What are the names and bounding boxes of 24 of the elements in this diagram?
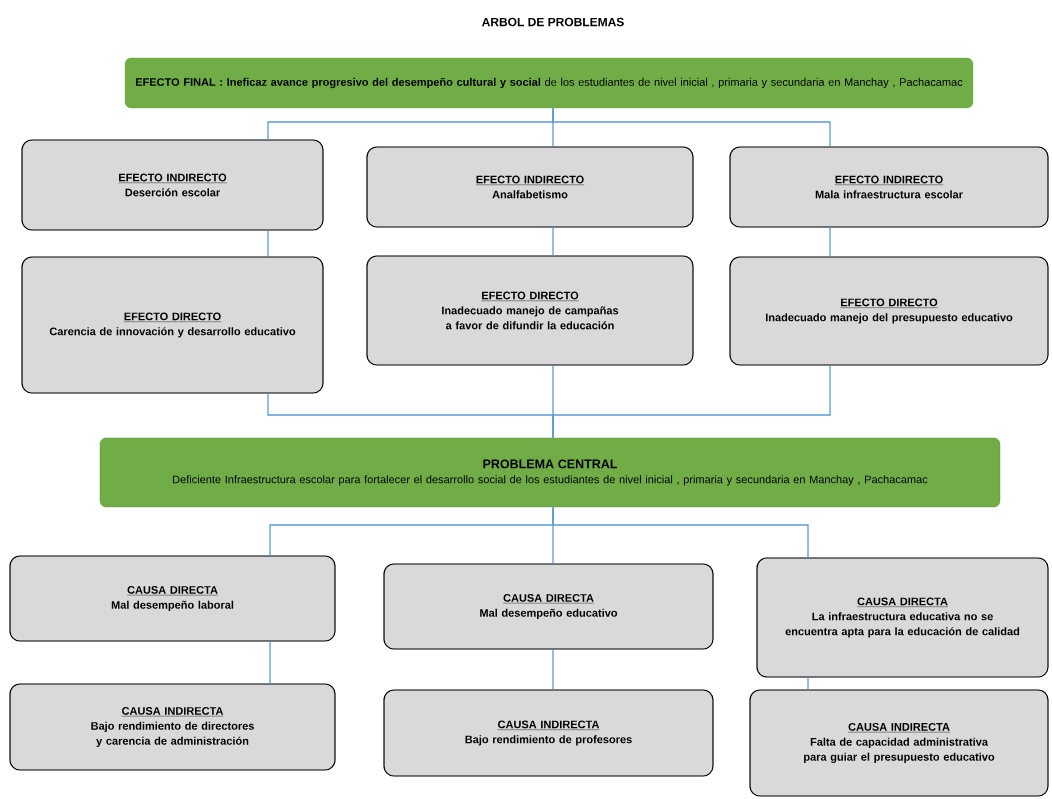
connector-line: [552, 226, 554, 257]
problem-box: CAUSA DIRECTA Mal desempeño educativo: [383, 563, 714, 650]
problem-box: CAUSA INDIRECTA Bajo rendimiento de profesores: [383, 689, 714, 777]
problem-box: CAUSA INDIRECTA Falta de capacidad administrativa para guiar el presupuesto educativo: [749, 689, 1049, 797]
final-effect-box: EFECTO FINAL : Ineficaz avance progresivo del desempeño cultural y social de los estudiantes de nivel inicial , primaria y secundaria en Manchay , Pachacamac: [124, 57, 974, 109]
connector-line: [552, 107, 831, 148]
problem-box: EFECTO DIRECTO Inadecuado manejo del presupuesto educativo: [729, 256, 1049, 366]
problem-box: EFECTO INDIRECTO Deserción escolar: [21, 139, 324, 231]
connector-line: [552, 364, 831, 439]
problem-box: EFECTO DIRECTO Carencia de innovación y desarrollo educativo: [21, 256, 324, 394]
connector-line: [552, 506, 809, 559]
connector-line: [807, 676, 809, 691]
problem-box: EFECTO INDIRECTO Mala infraestructura escolar: [729, 146, 1049, 228]
connector-line: [552, 648, 554, 691]
connector-line: [829, 226, 831, 258]
connector-line: [267, 229, 269, 258]
problem-box: CAUSA INDIRECTA Bajo rendimiento de directores y carencia de administración: [9, 683, 336, 771]
problem-box: CAUSA DIRECTA La infraestructura educativa no se encuentra apta para la educación de calidad: [756, 557, 1049, 678]
problem-box: CAUSA DIRECTA Mal desempeño laboral: [9, 555, 336, 642]
connector-line: [269, 640, 271, 685]
central-problem-box: PROBLEMA CENTRAL Deficiente Infraestructura escolar para fortalecer el desarrollo social de los estudiantes de nivel inicial , primaria y secundaria en Manchay , Pachacamac: [99, 437, 1001, 508]
problem-box: EFECTO INDIRECTO Analfabetismo: [366, 146, 694, 228]
problem-box: EFECTO DIRECTO Inadecuado manejo de campañas a favor de difundir la educación: [366, 255, 694, 366]
title: ARBOL DE PROBLEMAS: [481, 17, 624, 27]
